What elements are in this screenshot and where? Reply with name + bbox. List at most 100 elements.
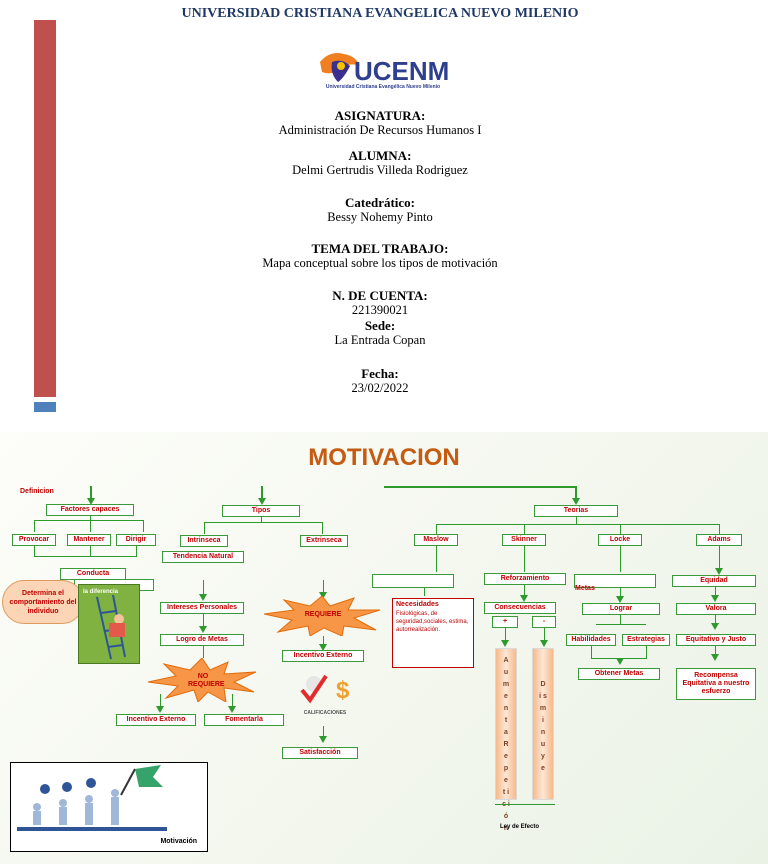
connector-line — [620, 546, 621, 572]
arrow-down-icon — [319, 644, 327, 651]
account-section: N. DE CUENTA: 221390021 Sede: La Entrada… — [180, 288, 580, 348]
connector-line — [90, 486, 92, 500]
student-value: Delmi Gertrudis Villeda Rodriguez — [292, 163, 468, 177]
account-value: 221390021 — [351, 303, 409, 317]
arrow-down-icon — [319, 736, 327, 743]
dirigir-node: Dirigir — [116, 534, 156, 546]
motivation-illustration: Motivación — [10, 762, 208, 852]
campus-value: La Entrada Copan — [334, 333, 426, 347]
connector-line — [90, 516, 91, 532]
valora-node: Valora — [676, 603, 756, 615]
connector-line — [596, 624, 646, 625]
subject-section: ASIGNATURA: Administración De Recursos H… — [180, 108, 580, 138]
adams-node: Adams — [696, 534, 742, 546]
intrinseca-node: Intrinseca — [180, 535, 228, 547]
teacher-section: Catedrático: Bessy Nohemy Pinto — [180, 195, 580, 225]
estrategias-node: Estrategias — [622, 634, 670, 646]
connector-line — [203, 614, 204, 628]
metas-label: Metas — [575, 585, 595, 592]
logo-text: UCENM — [354, 56, 450, 86]
minus-node: - — [532, 616, 556, 628]
connector-line — [505, 628, 506, 642]
disminuye-pillar: D i s m i n u y e — [532, 648, 554, 800]
connector-line — [524, 585, 525, 597]
university-name: UNIVERSIDAD CRISTIANA EVANGELICA NUEVO M… — [181, 6, 579, 21]
connector-line — [204, 522, 322, 523]
connector-line — [34, 546, 35, 556]
connector-line — [203, 580, 204, 596]
arrow-down-icon — [616, 596, 624, 603]
topic-label: TEMA DEL TRABAJO: — [311, 241, 449, 256]
disminuye-text: D i s m i n u y e — [539, 681, 547, 772]
arrow-down-icon — [199, 626, 207, 633]
connector-line — [323, 726, 324, 738]
date-section: Fecha: 23/02/2022 — [180, 366, 580, 396]
connector-line — [524, 524, 525, 534]
account-label: N. DE CUENTA: — [332, 288, 428, 303]
incentivo-externo-2-node: Incentivo Externo — [282, 650, 364, 662]
arrow-down-icon — [520, 595, 528, 602]
connector-line — [322, 522, 323, 534]
subject-value: Administración De Recursos Humanos I — [278, 123, 482, 137]
provocar-node: Provocar — [12, 534, 56, 546]
arrow-down-icon — [228, 706, 236, 713]
connector-line — [34, 520, 35, 532]
dollar-check-icon: $ — [300, 674, 350, 704]
mantener-node: Mantener — [67, 534, 111, 546]
date-value: 23/02/2022 — [351, 381, 409, 395]
tendencia-node: Tendencia Natural — [162, 551, 244, 563]
arrow-down-icon — [156, 706, 164, 713]
connector-line — [34, 556, 137, 557]
connector-line — [436, 524, 720, 525]
connector-line — [136, 546, 137, 556]
connector-line — [495, 804, 555, 805]
connector-line — [323, 636, 324, 646]
team-flag-icon — [17, 765, 167, 831]
arrow-down-icon — [258, 498, 266, 505]
metas-node: Metas — [574, 574, 656, 592]
satisfaccion-node: Satisfacción — [282, 747, 358, 759]
connector-line — [143, 520, 144, 532]
arrow-down-icon — [87, 498, 95, 505]
map-title: MOTIVACION — [308, 444, 460, 471]
connector-line — [204, 522, 205, 534]
arrow-down-icon — [319, 592, 327, 599]
connector-line — [323, 580, 324, 596]
ladder-illustration: la diferencia — [78, 584, 140, 664]
incentivo-externo-1-node: Incentivo Externo — [116, 714, 196, 726]
recompensa-node: Recompensa Equitativa a nuestro esfuerzo — [676, 668, 756, 700]
calificaciones-label: CALIFICACIONES — [303, 710, 347, 716]
teorias-node: Teorias — [534, 505, 618, 517]
calificaciones-illustration: $ CALIFICACIONES — [296, 668, 354, 724]
connector-line — [620, 588, 621, 598]
maslow-node: Maslow — [414, 534, 458, 546]
aumenta-text: A u m e n t a R e p e t i c i ó n — [502, 657, 510, 832]
connector-line — [575, 486, 577, 500]
logo-subtitle: Universidad Cristiana Evangélica Nuevo M… — [325, 84, 441, 90]
logro-node: Logro de Metas — [160, 634, 244, 646]
decorative-blue-bar — [34, 402, 56, 412]
connector-line — [424, 588, 425, 596]
arrow-down-icon — [501, 640, 509, 647]
skinner-node: Skinner — [502, 534, 546, 546]
climbing-person-icon — [96, 594, 126, 660]
necesidades-box: Necesidades Fisiológicas, de seguridad,s… — [392, 598, 474, 668]
no-requiere-star-icon — [147, 658, 257, 702]
connector-line — [384, 486, 576, 488]
arrow-down-icon — [616, 658, 624, 665]
connector-line — [576, 517, 577, 525]
consecuencias-node: Consecuencias — [484, 602, 556, 614]
necesidades-detail: Fisiológicas, de seguridad,sociales, est… — [396, 611, 469, 633]
decorative-red-bar — [34, 20, 56, 397]
tipos-node: Tipos — [222, 505, 300, 517]
connector-line — [715, 587, 716, 597]
connector-line — [34, 520, 144, 521]
arrow-down-icon — [711, 595, 719, 602]
connector-line — [524, 546, 525, 572]
illustration-caption: Motivación — [160, 838, 197, 845]
connector-line — [203, 646, 204, 658]
connector-line — [719, 546, 720, 570]
connector-line — [436, 546, 437, 572]
equidad-node: Equidad — [672, 575, 756, 587]
arrow-down-icon — [715, 568, 723, 575]
